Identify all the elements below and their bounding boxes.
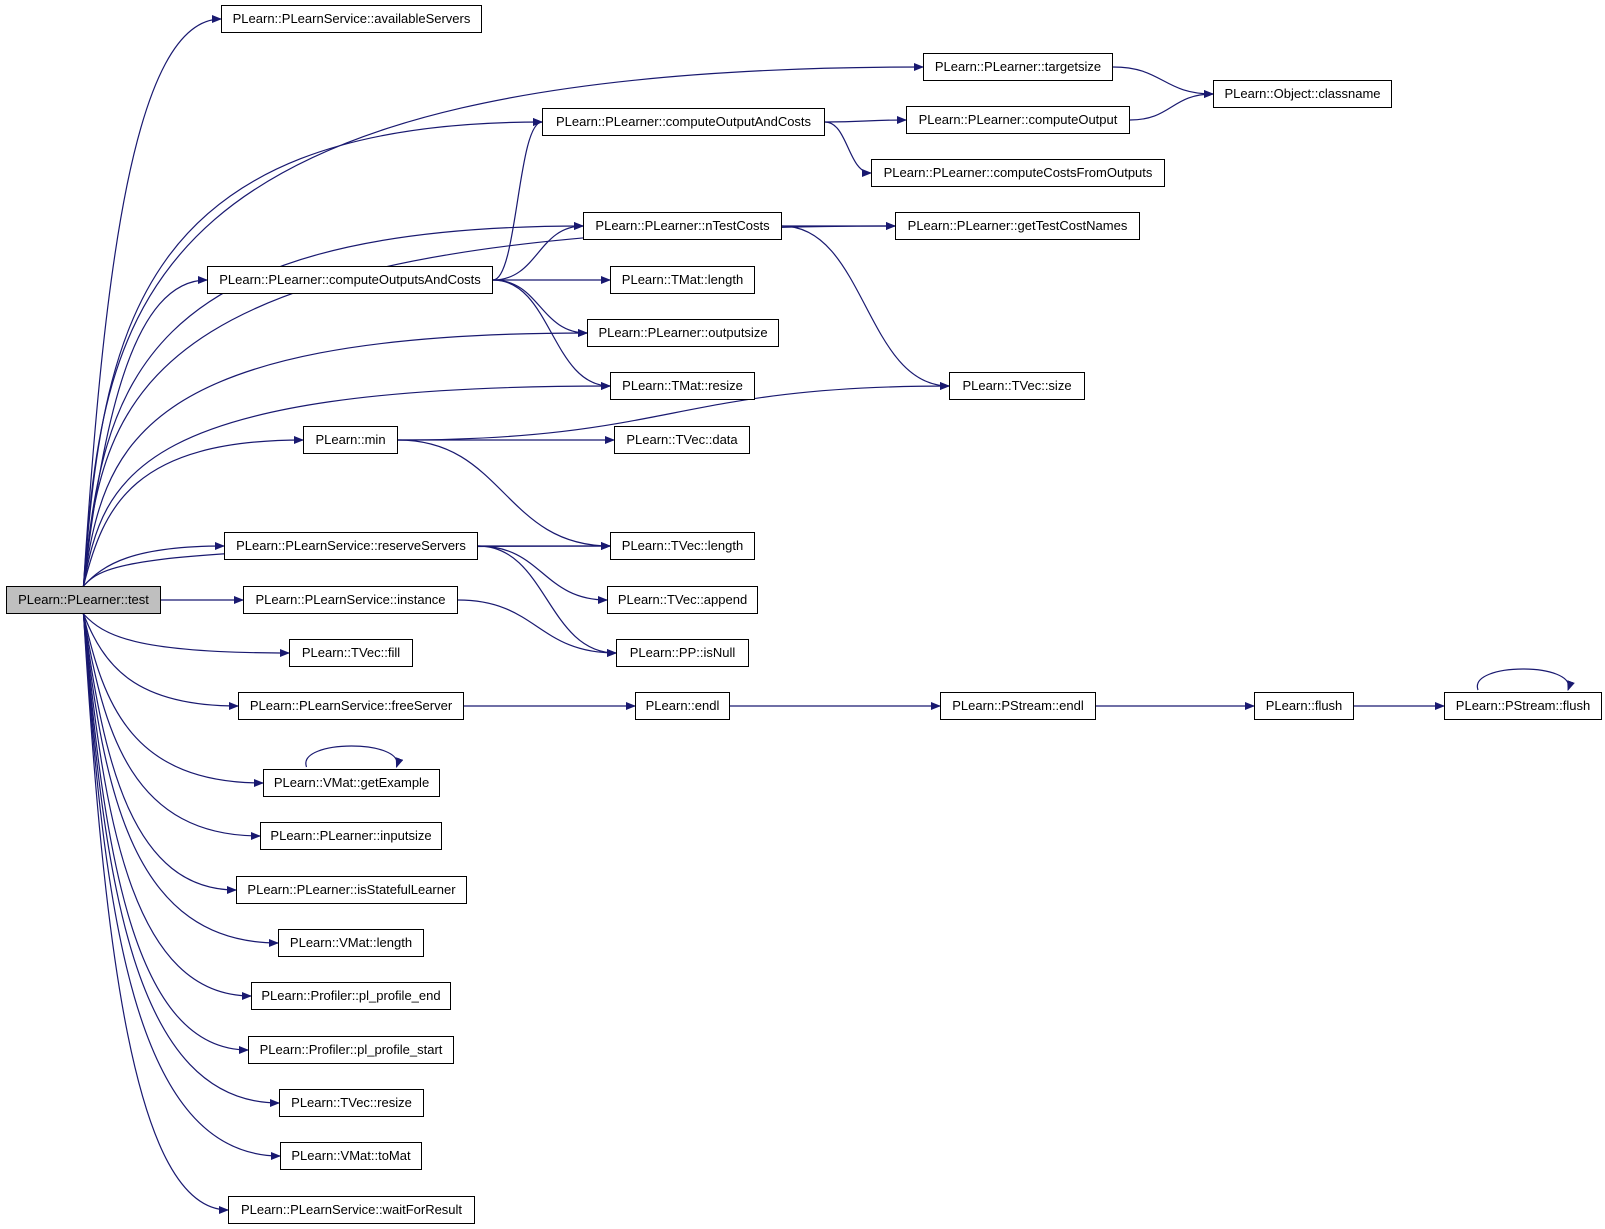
node-to-mat[interactable]: PLearn::VMat::toMat [280,1142,422,1170]
node-available-servers[interactable]: PLearn::PLearnService::availableServers [221,5,482,33]
edge-test-to-profileEnd [82,613,252,1000]
node-profile-start[interactable]: PLearn::Profiler::pl_profile_start [248,1036,454,1064]
node-tvec-append[interactable]: PLearn::TVec::append [607,586,758,614]
node-classname[interactable]: PLearn::Object::classname [1213,80,1392,108]
edge-instance-to-ppIsNull [457,599,617,657]
node-n-test-costs[interactable]: PLearn::PLearner::nTestCosts [583,212,782,240]
edge-test-to-tvecResize [82,613,280,1107]
edge-pstreamFlush-to-pstreamFlush [1477,668,1575,691]
edge-computeOutput-to-classname [1129,90,1214,121]
edge-test-to-computeOutputsAndCosts [82,276,208,587]
node-reserve-servers[interactable]: PLearn::PLearnService::reserveServers [224,532,478,560]
edge-test-to-inputsize [82,613,261,840]
node-vmat-length[interactable]: PLearn::VMat::length [278,929,424,957]
node-tvec-length[interactable]: PLearn::TVec::length [610,532,755,560]
edge-test-to-isStatefulLearner [82,613,237,894]
node-instance[interactable]: PLearn::PLearnService::instance [243,586,458,614]
node-wait-for-result[interactable]: PLearn::PLearnService::waitForResult [228,1196,475,1224]
node-compute-outputs-and-costs[interactable]: PLearn::PLearner::computeOutputsAndCosts [207,266,493,294]
edge-computeOutputAndCosts-to-computeCostsFromOutputs [824,121,872,177]
node-is-stateful-learner[interactable]: PLearn::PLearner::isStatefulLearner [236,876,467,904]
edge-getExample-to-getExample [305,745,404,768]
edge-test-to-min [82,436,304,587]
node-min[interactable]: PLearn::min [303,426,398,454]
edge-test-to-toMat [82,613,281,1160]
edge-computeOutputsAndCosts-to-tmatResize [492,279,611,390]
edge-min-to-tvecLength [397,439,611,550]
node-compute-output[interactable]: PLearn::PLearner::computeOutput [906,106,1130,134]
edge-test-to-outputsize [82,329,588,587]
node-endl[interactable]: PLearn::endl [635,692,730,720]
node-tmat-length[interactable]: PLearn::TMat::length [610,266,755,294]
node-outputsize[interactable]: PLearn::PLearner::outputsize [587,319,779,347]
edge-test-to-nTestCosts [82,222,584,587]
node-get-test-cost-names[interactable]: PLearn::PLearner::getTestCostNames [895,212,1140,240]
node-inputsize[interactable]: PLearn::PLearner::inputsize [260,822,442,850]
edge-test-to-getExample [82,613,264,787]
node-compute-costs-from-outputs[interactable]: PLearn::PLearner::computeCostsFromOutput… [871,159,1165,187]
edge-computeOutputAndCosts-to-computeOutput [824,116,907,125]
edge-computeOutputsAndCosts-to-computeOutputAndCosts [492,118,543,281]
edge-test-to-computeOutputAndCosts [82,118,543,587]
edge-test-to-reserveServers [83,542,225,587]
edge-computeOutputsAndCosts-to-nTestCosts [492,222,584,281]
edge-test-to-tmatResize [82,382,611,587]
node-targetsize[interactable]: PLearn::PLearner::targetsize [923,53,1113,81]
edge-test-to-freeServer [82,613,239,710]
edge-test-to-availableServers [82,15,222,587]
node-pstream-endl[interactable]: PLearn::PStream::endl [940,692,1096,720]
edge-test-to-profileStart [82,613,249,1054]
edge-test-to-vmatLength [82,613,279,947]
node-test[interactable]: PLearn::PLearner::test [6,586,161,614]
node-compute-output-and-costs[interactable]: PLearn::PLearner::computeOutputAndCosts [542,108,825,136]
edge-test-to-waitForResult [82,613,229,1214]
node-tvec-fill[interactable]: PLearn::TVec::fill [289,639,413,667]
node-pp-is-null[interactable]: PLearn::PP::isNull [616,639,749,667]
edge-test-to-targetsize [82,63,924,587]
node-tvec-data[interactable]: PLearn::TVec::data [614,426,750,454]
edge-computeOutputsAndCosts-to-outputsize [492,279,588,337]
node-get-example[interactable]: PLearn::VMat::getExample [263,769,440,797]
edge-nTestCosts-to-tvecSize [781,225,950,390]
edge-min-to-tvecSize [397,382,950,441]
node-tvec-size[interactable]: PLearn::TVec::size [949,372,1085,400]
edge-targetsize-to-classname [1112,66,1214,98]
node-tvec-resize[interactable]: PLearn::TVec::resize [279,1089,424,1117]
edge-reserveServers-to-tvecAppend [477,545,608,604]
node-profile-end[interactable]: PLearn::Profiler::pl_profile_end [251,982,451,1010]
node-tmat-resize[interactable]: PLearn::TMat::resize [610,372,755,400]
node-pstream-flush[interactable]: PLearn::PStream::flush [1444,692,1602,720]
node-flush[interactable]: PLearn::flush [1254,692,1354,720]
edge-test-to-tvecFill [83,613,290,657]
node-free-server[interactable]: PLearn::PLearnService::freeServer [238,692,464,720]
edge-reserveServers-to-ppIsNull [477,545,617,657]
